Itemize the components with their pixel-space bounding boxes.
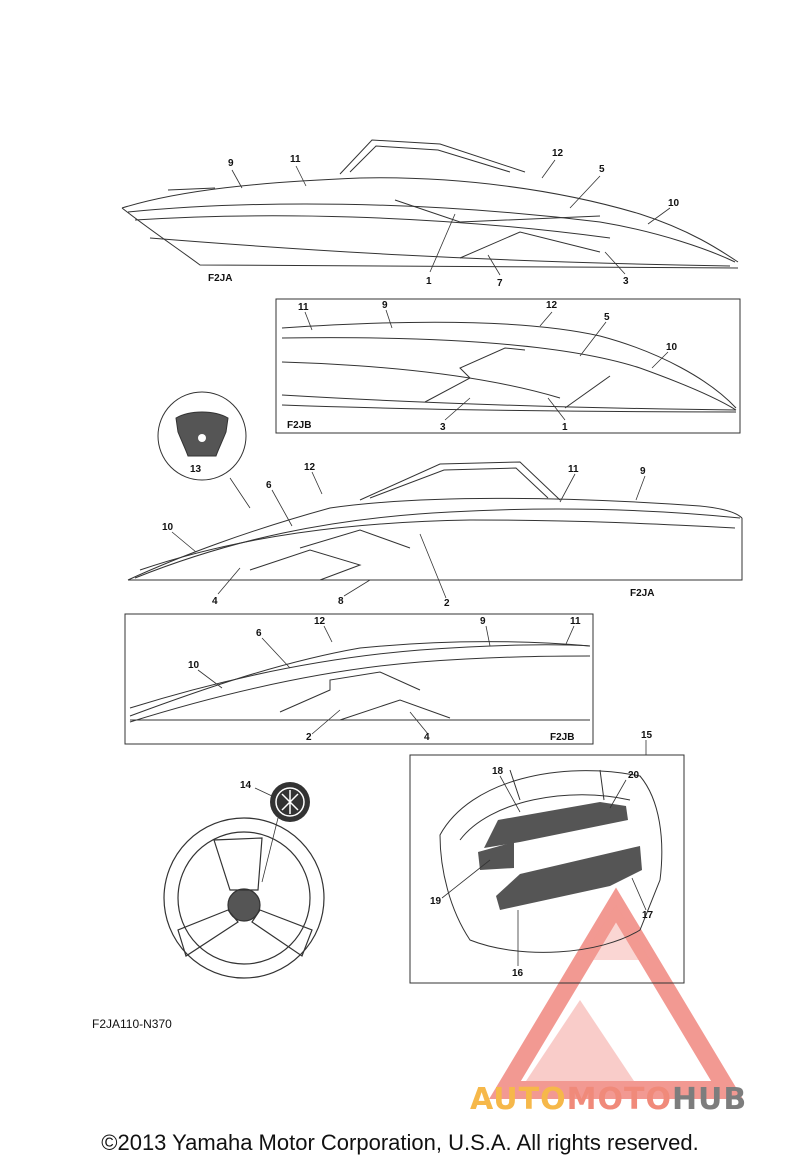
- callout-2: 2: [306, 732, 312, 743]
- callout-2: 2: [444, 598, 450, 609]
- callout-11: 11: [298, 302, 309, 313]
- view-label-f2ja: F2JA: [208, 273, 232, 284]
- callout-7: 7: [497, 278, 503, 289]
- callout-12: 12: [314, 616, 326, 627]
- callout-1: 1: [426, 276, 432, 287]
- copyright-notice: ©2013 Yamaha Motor Corporation, U.S.A. A…: [101, 1130, 699, 1155]
- callout-11: 11: [570, 616, 581, 627]
- callout-1: 1: [562, 422, 568, 433]
- watermark-logo-icon: [489, 887, 743, 1099]
- callout-20: 20: [628, 770, 640, 781]
- callout-5: 5: [604, 312, 610, 323]
- callout-10: 10: [162, 522, 174, 533]
- callout-8: 8: [338, 596, 344, 607]
- callout-6: 6: [266, 480, 272, 491]
- hull-view-f2ja-middle: [127, 461, 743, 581]
- part-code: F2JA110-N370: [92, 1017, 172, 1031]
- callout-12: 12: [546, 300, 558, 311]
- callout-4: 4: [424, 732, 430, 743]
- hull-view-f2jb-2: [129, 641, 591, 723]
- callout-9: 9: [640, 466, 646, 477]
- callout-11: 11: [290, 154, 301, 165]
- callout-3: 3: [623, 276, 629, 287]
- inset-box-f2jb-2: [124, 613, 594, 745]
- callout-9: 9: [480, 616, 486, 627]
- callout-14: 14: [240, 780, 252, 791]
- callouts-view-3: 12 6 10 11 9 4 8 2 F2JA: [162, 462, 654, 609]
- callout-6: 6: [256, 628, 262, 639]
- view-label-f2jb-2: F2JB: [550, 732, 574, 743]
- callout-9: 9: [382, 300, 388, 311]
- callout-9: 9: [228, 158, 234, 169]
- callout-10: 10: [668, 198, 680, 209]
- deck-mat-pads: [478, 802, 642, 910]
- watermark-part-1: AUTO: [470, 1082, 567, 1117]
- emblem-14: 14: [240, 780, 310, 883]
- callout-17: 17: [642, 910, 654, 921]
- callout-11: 11: [568, 464, 579, 475]
- steering-wheel: [163, 817, 325, 979]
- detail-13: 13: [157, 391, 251, 509]
- callouts-view-2: 11 9 12 5 10 3 1 F2JB: [287, 300, 678, 433]
- callouts-view-1: 9 11 12 5 10 1 7 3 F2JA: [208, 148, 680, 289]
- callout-19: 19: [430, 896, 442, 907]
- view-label-f2ja-2: F2JA: [630, 588, 654, 599]
- deck-mat-box: [409, 754, 685, 984]
- callout-3: 3: [440, 422, 446, 433]
- callouts-view-4: 12 6 9 11 10 2 4 F2JB: [188, 616, 581, 743]
- watermark-part-3: HUB: [671, 1082, 748, 1117]
- callout-5: 5: [599, 164, 605, 175]
- watermark-part-2: MOTO: [566, 1082, 672, 1117]
- callout-15: 15: [641, 730, 653, 741]
- callout-10: 10: [188, 660, 200, 671]
- callouts-deck: 15 18 20 19 17 16: [430, 730, 654, 979]
- hull-view-f2ja-top: [121, 139, 739, 269]
- watermark-text: AUTOMOTOHUB: [470, 1082, 747, 1117]
- callout-13: 13: [190, 464, 202, 475]
- deck-mat-view: [439, 769, 663, 953]
- view-label-f2jb: F2JB: [287, 420, 311, 431]
- callout-12: 12: [552, 148, 564, 159]
- callout-12: 12: [304, 462, 316, 473]
- callout-16: 16: [512, 968, 524, 979]
- callout-4: 4: [212, 596, 218, 607]
- inset-box-f2jb-1: [275, 298, 741, 434]
- callout-10: 10: [666, 342, 678, 353]
- callout-18: 18: [492, 766, 504, 777]
- hull-view-f2jb-1: [281, 321, 737, 413]
